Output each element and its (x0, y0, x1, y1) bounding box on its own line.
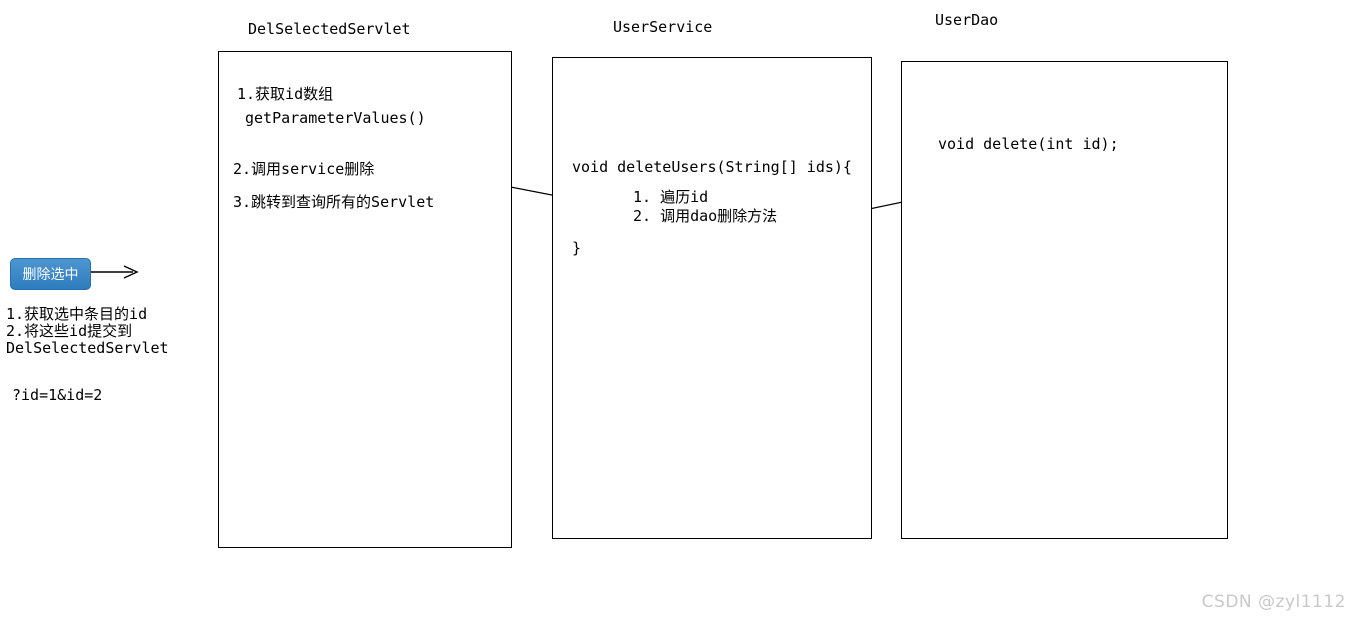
left-note-line-2: 2.将这些id提交到 (6, 322, 133, 340)
servlet-step-1: 1.获取id数组 (237, 85, 334, 103)
box-title-dao: UserDao (935, 11, 999, 29)
servlet-step-3: 3.跳转到查询所有的Servlet (233, 193, 435, 211)
servlet-step-1-detail: getParameterValues() (245, 109, 426, 127)
delete-selected-button[interactable]: 删除选中 (10, 258, 91, 290)
left-note-line-3: DelSelectedServlet (6, 339, 169, 357)
watermark: CSDN @zyl1112 (1201, 592, 1346, 612)
servlet-step-2: 2.调用service删除 (233, 160, 375, 178)
service-step-1: 1. 遍历id (633, 188, 709, 206)
service-method-closing-brace: } (572, 239, 582, 257)
service-step-2: 2. 调用dao删除方法 (633, 207, 778, 225)
box-userdao (901, 61, 1228, 539)
service-method-signature: void deleteUsers(String[] ids){ (572, 158, 852, 176)
left-note-line-1: 1.获取选中条目的id (6, 305, 148, 323)
query-string-note: ?id=1&id=2 (12, 386, 103, 404)
box-delselectedservlet (218, 51, 512, 548)
box-userservice (552, 57, 872, 539)
box-title-servlet: DelSelectedServlet (248, 20, 411, 38)
dao-method-signature: void delete(int id); (938, 135, 1119, 153)
box-title-service: UserService (613, 18, 713, 36)
arrow-button-to-servlet (91, 265, 139, 279)
